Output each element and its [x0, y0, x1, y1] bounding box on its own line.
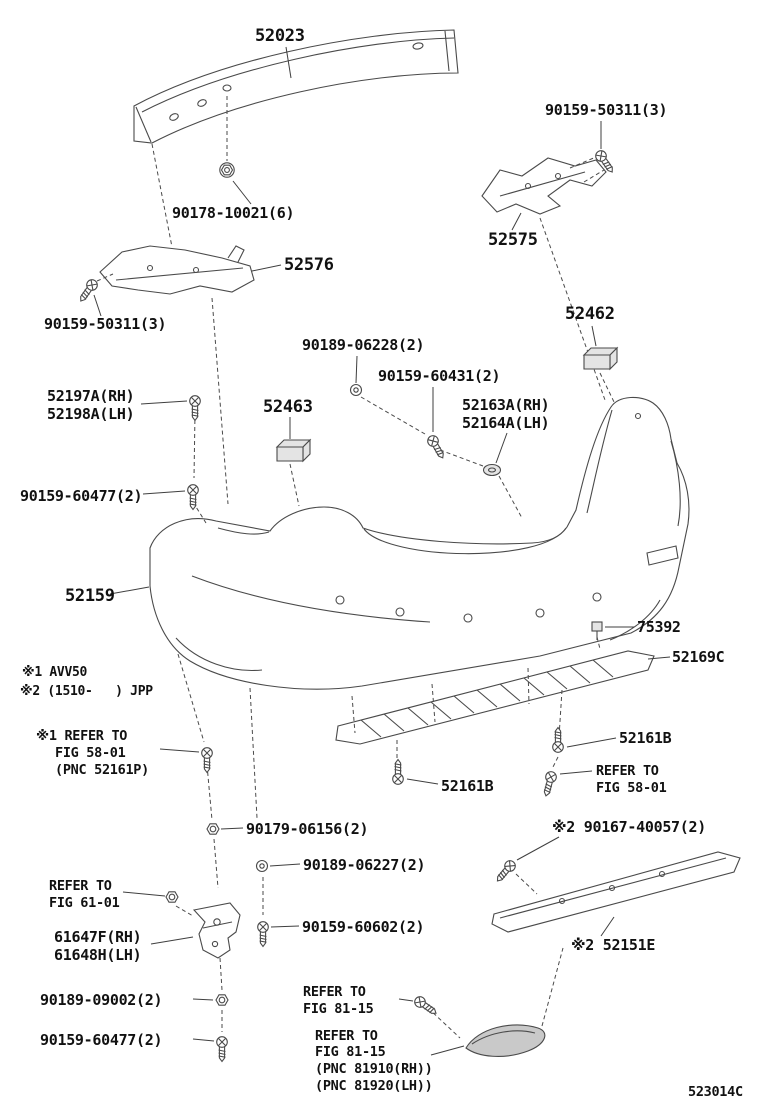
nut-icon	[206, 823, 220, 835]
ref-fig5801-left-line2: FIG 58-01	[55, 745, 126, 761]
ref-fig5801-left-line3: (PNC 52161P)	[55, 762, 149, 778]
part-label-90159-60477-a: 90159-60477(2)	[20, 487, 143, 505]
nut-icon	[219, 162, 235, 178]
clip-box-icon	[583, 347, 618, 370]
part-label-52169c: 52169C	[672, 648, 725, 666]
part-label-61648h: 61648H(LH)	[54, 946, 142, 964]
part-label-90159-60431: 90159-60431(2)	[378, 367, 501, 385]
trim-strip-52151e-drawing	[491, 851, 741, 933]
nut-icon	[215, 994, 229, 1006]
clip-box-icon	[276, 439, 311, 462]
reinforcement-bar-drawing	[133, 29, 459, 144]
screw-icon	[492, 857, 519, 885]
ref-fig6101-line2: FIG 61-01	[49, 895, 120, 911]
part-label-52161b-b: 52161B	[441, 777, 494, 795]
oval-clip-icon	[482, 463, 502, 477]
screw-icon	[187, 484, 199, 511]
part-label-61647f: 61647F(RH)	[54, 928, 142, 946]
bumper-cover-drawing	[149, 396, 690, 690]
ref-fig8115-a-line1: REFER TO	[303, 984, 366, 1000]
part-label-52462: 52462	[565, 304, 615, 324]
screw-icon	[189, 395, 201, 422]
part-label-90178-10021: 90178-10021(6)	[172, 204, 295, 222]
screw-icon	[257, 921, 269, 948]
part-label-90189-06228: 90189-06228(2)	[302, 336, 425, 354]
part-label-52159: 52159	[65, 586, 115, 606]
part-label-75392: 75392	[637, 618, 681, 636]
part-label-90189-09002: 90189-09002(2)	[40, 991, 163, 1009]
ref-fig8115-b-line2: FIG 81-15	[315, 1044, 386, 1060]
note-jpp: ※2 (1510- ) JPP	[20, 684, 153, 699]
bracket-52575-drawing	[481, 157, 607, 215]
part-label-52575: 52575	[488, 230, 538, 250]
clip-icon	[552, 726, 564, 753]
part-label-90167-40057: ※2 90167-40057(2)	[552, 818, 706, 836]
part-label-52161b-a: 52161B	[619, 729, 672, 747]
screw-icon	[425, 433, 448, 462]
part-label-52198a: 52198A(LH)	[47, 405, 135, 423]
bracket-61647-drawing	[192, 902, 241, 959]
screw-icon	[540, 769, 559, 798]
lower-valance-drawing	[335, 650, 655, 745]
ref-fig5801-right-line1: REFER TO	[596, 763, 659, 779]
screw-icon	[216, 1036, 228, 1063]
ref-fig8115-b-line4: (PNC 81920(LH))	[315, 1078, 433, 1094]
part-label-52463: 52463	[263, 397, 313, 417]
ref-fig8115-b-line1: REFER TO	[315, 1028, 378, 1044]
part-label-90189-06227: 90189-06227(2)	[303, 856, 426, 874]
ref-fig5801-right-line2: FIG 58-01	[596, 780, 667, 796]
note-avv50: ※1 AVV50	[22, 665, 88, 680]
reflector-drawing	[465, 1024, 546, 1057]
part-label-52164a: 52164A(LH)	[462, 414, 550, 432]
part-label-90179-06156: 90179-06156(2)	[246, 820, 369, 838]
clip-75392-icon	[591, 621, 603, 640]
part-label-52151e: ※2 52151E	[571, 936, 656, 954]
diagram-code: 523014C	[688, 1084, 743, 1100]
part-label-90159-60602: 90159-60602(2)	[302, 918, 425, 936]
ref-fig5801-left-line1: ※1 REFER TO	[36, 728, 128, 744]
part-label-90159-50311-b: 90159-50311(3)	[44, 315, 167, 333]
hardware-layer	[75, 148, 618, 1063]
ref-fig6101-line1: REFER TO	[49, 878, 112, 894]
part-label-52023: 52023	[255, 26, 305, 46]
part-label-52163a: 52163A(RH)	[462, 396, 550, 414]
ref-fig8115-a-line2: FIG 81-15	[303, 1001, 374, 1017]
screw-icon	[201, 747, 213, 774]
part-label-90159-60477-b: 90159-60477(2)	[40, 1031, 163, 1049]
clip-nut-icon	[165, 891, 179, 903]
part-label-52197a: 52197A(RH)	[47, 387, 135, 405]
part-label-52576: 52576	[284, 255, 334, 275]
part-label-90159-50311-a: 90159-50311(3)	[545, 101, 668, 119]
ref-fig8115-b-line3: (PNC 81910(RH))	[315, 1061, 433, 1077]
grommet-icon	[349, 383, 363, 397]
clip-icon	[392, 758, 404, 785]
grommet-icon	[255, 859, 269, 873]
bracket-52576-drawing	[99, 245, 255, 295]
leader-lines	[93, 46, 671, 1056]
